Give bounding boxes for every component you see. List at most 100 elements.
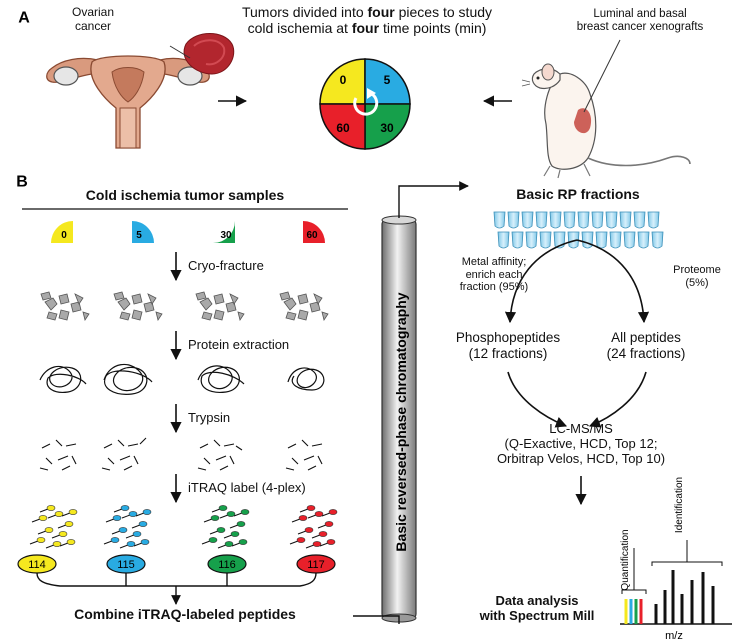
itraq-label-blob <box>44 527 54 533</box>
fraction-tube <box>525 231 538 249</box>
labeled-peptide-strand <box>59 542 69 547</box>
itraq-label-blob <box>324 521 334 527</box>
fraction-tube <box>647 211 660 229</box>
labeled-peptide-strand <box>125 534 135 539</box>
combine-to-column-line <box>353 615 400 624</box>
itraq-label-blob <box>52 541 62 547</box>
xenograft-label: Luminal and basal breast cancer xenograf… <box>576 8 704 34</box>
labeled-peptide-strand <box>291 518 301 523</box>
arrow-phospho-to-lcms <box>507 371 568 428</box>
itraq-label-blob <box>118 527 128 533</box>
labeled-peptide-strand <box>105 518 115 523</box>
fractions-title: Basic RP fractions <box>516 186 640 202</box>
labeled-peptide-strand <box>39 508 49 513</box>
itraq-label-blob <box>226 511 236 517</box>
fraction-tube <box>609 231 622 249</box>
fraction-tube <box>511 231 524 249</box>
itraq-label-blob <box>328 509 338 515</box>
labeled-peptide-strand <box>51 534 61 539</box>
identification-label: Identification <box>674 477 685 533</box>
itraq-label-blob <box>66 539 76 545</box>
labeled-peptide-strand <box>305 544 315 549</box>
combine-label: Combine iTRAQ-labeled peptides <box>74 606 296 622</box>
itraq-label-blob <box>138 521 148 527</box>
labeled-peptide-strand <box>113 508 123 513</box>
tag-114: 114 <box>28 559 46 571</box>
itraq-label-blob <box>218 505 228 511</box>
itraq-label-blob <box>304 527 314 533</box>
itraq-label-blob <box>58 531 68 537</box>
step-cryo-fracture: Cryo-fracture <box>188 258 264 273</box>
mouse-illustration <box>521 39 691 179</box>
itraq-label-blob <box>296 537 306 543</box>
itraq-label-blob <box>210 515 220 521</box>
itraq-label-blob <box>68 509 78 515</box>
itraq-label-blob <box>110 537 120 543</box>
labeled-peptide-strand <box>201 540 211 545</box>
quantification-label: Quantification <box>620 529 631 590</box>
labeled-peptide-strand <box>223 534 233 539</box>
labeled-peptide-strand <box>111 530 121 535</box>
itraq-label-blob <box>46 505 56 511</box>
labeled-peptide-strand <box>321 512 331 517</box>
labeled-peptide-strand <box>45 544 55 549</box>
wedge-label-30: 30 <box>220 230 232 241</box>
itraq-label-blob <box>224 541 234 547</box>
arrow-to-phospho <box>504 239 578 324</box>
labeled-peptide-strand <box>131 524 141 529</box>
itraq-label-blob <box>132 531 142 537</box>
metal-affinity-label: Metal affinity; enrich each fraction (95… <box>459 256 529 294</box>
protein-tangles <box>39 363 325 395</box>
fraction-tube <box>535 211 548 229</box>
pie-label-0: 0 <box>340 73 347 87</box>
labeled-peptide-strand <box>211 508 221 513</box>
labeled-peptide-strand <box>61 512 71 517</box>
fraction-tube <box>567 231 580 249</box>
fraction-tube <box>633 211 646 229</box>
labeled-peptide-strand <box>31 518 41 523</box>
labeled-peptide-strand <box>209 530 219 535</box>
all-peptides-label: All peptides (24 fractions) <box>606 330 686 361</box>
labeled-peptide-strand <box>217 544 227 549</box>
fraction-tube <box>595 231 608 249</box>
labeled-peptides <box>29 505 338 549</box>
fraction-tube <box>497 231 510 249</box>
itraq-label-blob <box>318 531 328 537</box>
labeled-peptide-strand <box>29 540 39 545</box>
itraq-label-blob <box>36 537 46 543</box>
itraq-label-blob <box>112 515 122 521</box>
itraq-label-blob <box>126 541 136 547</box>
fraction-tube <box>563 211 576 229</box>
fraction-tube <box>637 231 650 249</box>
time-point-wedges <box>51 221 325 243</box>
fraction-tube <box>577 211 590 229</box>
step-protein-extraction: Protein extraction <box>188 337 290 352</box>
labeled-peptide-strand <box>307 514 317 519</box>
labeled-peptide-strand <box>319 542 329 547</box>
arrow-all-to-lcms <box>588 371 647 428</box>
itraq-label-blob <box>306 505 316 511</box>
fraction-tube <box>539 231 552 249</box>
fraction-tube <box>549 211 562 229</box>
labeled-peptide-strand <box>219 514 229 519</box>
fraction-tubes <box>493 211 664 249</box>
panel-a-letter: A <box>18 9 30 26</box>
itraq-label-blob <box>314 511 324 517</box>
fraction-tube <box>493 211 506 229</box>
itraq-label-blob <box>54 511 64 517</box>
wedge-label-5: 5 <box>136 230 142 241</box>
itraq-label-blob <box>128 511 138 517</box>
phosphopeptides-label: Phosphopeptides (12 fractions) <box>455 330 561 361</box>
pie-label-60: 60 <box>336 121 350 135</box>
lcms-label: LC-MS/MS (Q-Exactive, HCD, Top 12; Orbit… <box>496 421 666 466</box>
fraction-tube <box>619 211 632 229</box>
data-analysis-label: Data analysis with Spectrum Mill <box>479 593 595 623</box>
labeled-peptide-strand <box>47 514 57 519</box>
fraction-tube <box>591 211 604 229</box>
labeled-peptide-strand <box>233 512 243 517</box>
time-point-pie <box>319 58 411 150</box>
labeled-peptide-strand <box>57 524 67 529</box>
tag-117: 117 <box>307 559 325 571</box>
itraq-label-blob <box>312 541 322 547</box>
